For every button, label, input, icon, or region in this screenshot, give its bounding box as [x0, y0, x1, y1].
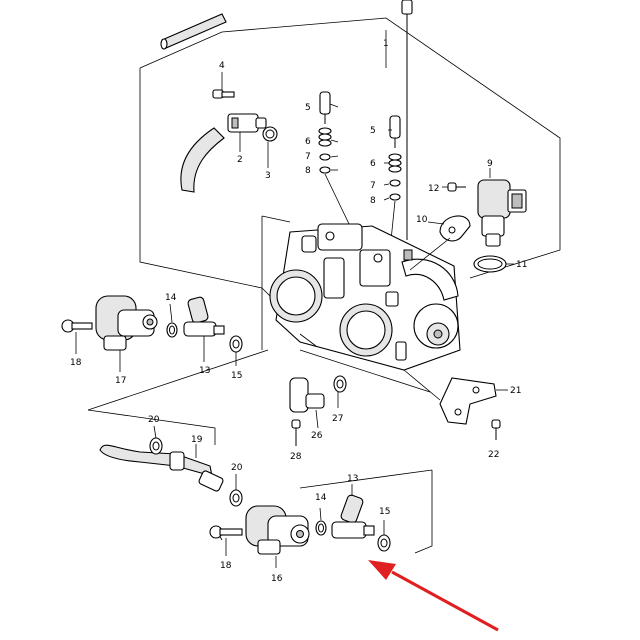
o-ring-part-27	[333, 375, 347, 393]
callout-18-lower: 18	[220, 561, 232, 571]
sensor-part-16	[245, 505, 310, 555]
callout-2: 2	[237, 155, 243, 165]
o-ring-part-15-upper	[229, 335, 243, 353]
top-hose	[160, 13, 227, 50]
callout-19: 19	[191, 435, 203, 445]
callout-labels: 1 2 3 4 5 5 6 6 7 7 8 8 9 10 11 12 13 13…	[70, 39, 527, 584]
top-pin	[401, 0, 413, 240]
o-ring-part-20-lower	[229, 489, 243, 507]
bracket-part-21	[439, 377, 497, 425]
o-ring-part-15-lower	[377, 534, 391, 552]
o-ring-part-3	[262, 126, 278, 142]
callout-8-left: 8	[305, 166, 311, 176]
callout-10: 10	[416, 215, 428, 225]
callout-6-right: 6	[370, 159, 376, 169]
bracket-part-10	[439, 215, 471, 242]
screw-part-12	[447, 182, 466, 192]
callout-20-upper: 20	[148, 415, 160, 425]
o-ring-part-11	[473, 255, 507, 273]
sensor-part-2	[227, 113, 267, 133]
callout-9: 9	[487, 159, 493, 169]
bolt-part-18-upper	[61, 319, 93, 333]
o-ring-part-20-upper	[149, 437, 163, 455]
callout-7-right: 7	[370, 181, 376, 191]
screw-stack-right	[388, 115, 402, 251]
sensor-part-17	[95, 295, 158, 351]
callout-3: 3	[265, 171, 271, 181]
callout-28: 28	[290, 452, 302, 462]
callout-11: 11	[516, 260, 527, 270]
assembly-outline	[87, 17, 561, 554]
callout-13-lower: 13	[347, 474, 358, 484]
throttle-body	[269, 223, 461, 371]
callout-5-right: 5	[370, 126, 376, 136]
fuel-pipe-part-19	[99, 444, 224, 492]
elbow-part-26	[289, 377, 325, 413]
callout-15-lower: 15	[379, 507, 390, 517]
fuel-hose-upper	[180, 127, 225, 193]
callout-1: 1	[383, 39, 389, 49]
callout-21: 21	[510, 386, 521, 396]
o-ring-part-14-upper	[166, 322, 178, 338]
bolt-part-18-lower	[209, 525, 243, 539]
bolt-part-4	[212, 89, 235, 99]
sensor-part-13-upper	[183, 296, 225, 337]
screw-stack-left	[318, 91, 351, 227]
o-ring-part-14-lower	[315, 520, 327, 536]
screw-part-22	[491, 419, 501, 440]
red-indicator-arrow	[368, 560, 499, 632]
callout-20-lower: 20	[231, 463, 243, 473]
callout-27: 27	[332, 414, 343, 424]
callout-4: 4	[219, 61, 225, 71]
callout-18-upper: 18	[70, 358, 82, 368]
callout-5-left: 5	[305, 103, 311, 113]
callout-12: 12	[428, 184, 439, 194]
callout-7-left: 7	[305, 152, 311, 162]
callout-14-lower: 14	[315, 493, 327, 503]
callout-14-upper: 14	[165, 293, 177, 303]
sensor-part-9	[477, 179, 527, 247]
callout-17: 17	[115, 376, 126, 386]
callout-15-upper: 15	[231, 371, 242, 381]
callout-8-right: 8	[370, 196, 376, 206]
screw-part-28	[291, 419, 301, 446]
sensor-part-13-lower	[331, 494, 375, 539]
callout-6-left: 6	[305, 137, 311, 147]
callout-22: 22	[488, 450, 499, 460]
callout-26: 26	[311, 431, 323, 441]
callout-16: 16	[271, 574, 283, 584]
callout-13-upper: 13	[199, 366, 210, 376]
